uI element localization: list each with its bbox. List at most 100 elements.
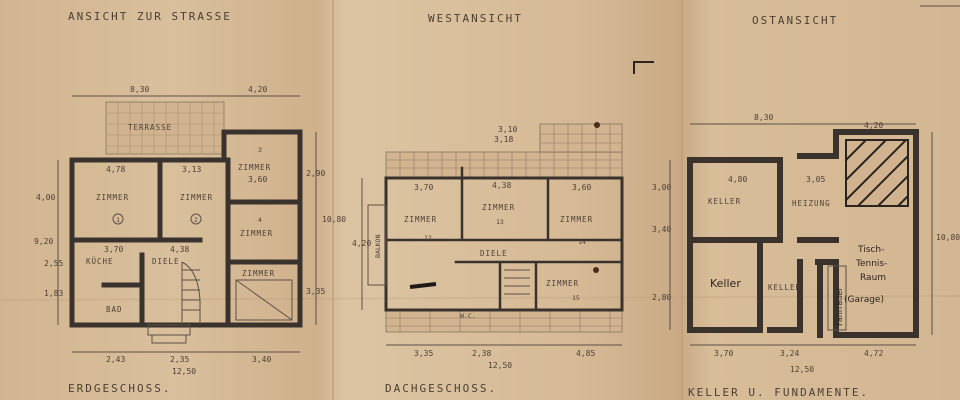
dim-label: 2,35 — [170, 355, 189, 364]
dim-label: 12,50 — [172, 367, 196, 376]
terrace-hatch — [105, 101, 225, 155]
dim-label: 8,30 — [130, 85, 149, 94]
balcony-label: BALKON — [374, 234, 382, 258]
utility-box — [235, 279, 293, 321]
room-number: 13 — [496, 218, 504, 226]
ground-outer-wall — [69, 129, 303, 328]
basement-plan: KELLER HEIZUNG KELLER Keller Tisch- Tenn… — [652, 113, 960, 374]
ground-outer-wall — [69, 129, 227, 163]
room-label: KELLER — [768, 283, 801, 292]
attic-dimension-lines — [361, 178, 622, 346]
dim-label: 9,20 — [34, 237, 53, 246]
bikes-label: Fahrräder — [835, 287, 844, 326]
room-label: ZIMMER — [560, 215, 593, 224]
dim-label: 3,40 — [652, 225, 671, 234]
footer-basement: KELLER U. FUNDAMENTE. — [688, 386, 869, 399]
dim-label: 4,20 — [352, 239, 371, 248]
dim-label: 4,38 — [492, 181, 511, 190]
keller-big-label: Keller — [710, 277, 741, 290]
room-number: 2 — [194, 216, 198, 224]
utility-box-diagonal — [235, 279, 293, 321]
attic-stairs — [504, 269, 530, 295]
dim-label: 2,43 — [106, 355, 125, 364]
ground-stairs — [181, 261, 201, 322]
dim-label: 4,20 — [864, 121, 883, 130]
dim-label: 12,50 — [790, 365, 814, 374]
ink-spot — [594, 122, 600, 128]
room-number: 4 — [258, 216, 262, 224]
attic-outer-wall — [384, 176, 624, 312]
garage-label: (Garage) — [844, 295, 884, 305]
dim-label: 1,83 — [44, 289, 63, 298]
dim-label: 3,05 — [806, 175, 825, 184]
kitchen-label: KÜCHE — [86, 257, 114, 266]
dim-label: 4,80 — [728, 175, 747, 184]
basement-inner-wall — [687, 237, 839, 338]
dim-label: 3,70 — [714, 349, 733, 358]
room-label: HEIZUNG — [792, 199, 831, 208]
balcony-outline — [367, 204, 387, 286]
dim-label: 3,60 — [572, 183, 591, 192]
table-tennis-label-1: Tisch- — [857, 245, 884, 255]
dim-label: 4,85 — [576, 349, 595, 358]
roof-hatch — [385, 123, 623, 333]
dim-label: 12,50 — [488, 361, 512, 370]
hall-label: DIELE — [480, 249, 508, 258]
room-label: KELLER — [708, 197, 741, 206]
dim-label: 3,10 — [498, 125, 517, 134]
room-number: 15 — [572, 294, 580, 302]
table-tennis-label-3: Raum — [860, 273, 886, 283]
dim-label: 3,35 — [414, 349, 433, 358]
dim-label: 8,30 — [754, 113, 773, 122]
footer-attic-floor: DACHGESCHOSS. — [385, 382, 497, 395]
room-label: ZIMMER — [238, 163, 271, 172]
basement-dimension-lines — [669, 123, 933, 346]
dim-label: 3,00 — [652, 183, 671, 192]
room-label: ZIMMER — [404, 215, 437, 224]
attic-inner-wall — [384, 166, 624, 312]
room-number: 3 — [258, 146, 262, 154]
dim-label: 4,20 — [248, 85, 267, 94]
dim-label: 3,60 — [248, 175, 267, 184]
room-number: 14 — [578, 238, 586, 246]
dim-label: 4,72 — [864, 349, 883, 358]
table-tennis-label-2: Tennis- — [855, 259, 887, 269]
bath-label: BAD — [106, 305, 123, 314]
corner-mark — [633, 61, 654, 74]
room-label: ZIMMER — [482, 203, 515, 212]
room-number: 1 — [116, 216, 120, 224]
room-label: ZIMMER — [546, 279, 579, 288]
ground-inner-wall — [69, 157, 303, 328]
dim-label: 3,24 — [780, 349, 799, 358]
basement-outer-wall — [687, 129, 919, 338]
dim-label: 2,90 — [306, 169, 325, 178]
footer-ground-floor: ERDGESCHOSS. — [68, 382, 171, 395]
dim-label: 4,38 — [170, 245, 189, 254]
dim-label: 2,80 — [652, 293, 671, 302]
ink-spot — [593, 267, 599, 273]
bike-rack-outline — [827, 265, 847, 331]
dim-label: 10,80 — [936, 233, 960, 242]
terrace-label: TERRASSE — [128, 123, 172, 132]
ground-dimension-lines — [57, 95, 317, 353]
wc-label: W.C. — [460, 312, 476, 320]
hall-label: DIELE — [152, 257, 180, 266]
room-label: ZIMMER — [96, 193, 129, 202]
dim-label: 3,35 — [306, 287, 325, 296]
room-number-circle — [190, 213, 202, 225]
entrance-steps — [147, 324, 191, 344]
shaft-hatch — [845, 139, 909, 207]
dim-label: 3,18 — [494, 135, 513, 144]
room-number-circle — [112, 213, 124, 225]
dim-label: 3,40 — [252, 355, 271, 364]
dim-label: 3,70 — [414, 183, 433, 192]
room-label: ZIMMER — [242, 269, 275, 278]
attic-heavy-mark — [409, 282, 437, 289]
header-east-elevation: OSTANSICHT — [752, 14, 838, 27]
header-front-elevation: ANSICHT ZUR STRASSE — [68, 10, 232, 23]
dim-label: 10,80 — [322, 215, 346, 224]
dim-label: 4,00 — [36, 193, 55, 202]
room-label: ZIMMER — [180, 193, 213, 202]
dim-label: 3,70 — [104, 245, 123, 254]
